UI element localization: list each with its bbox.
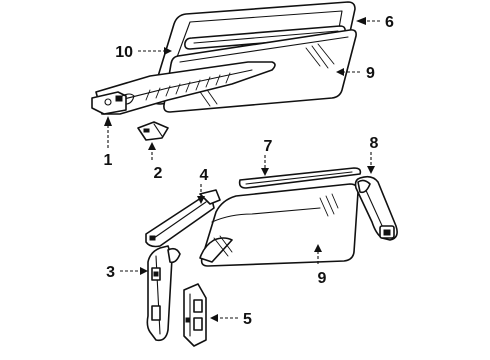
callout-8: 8	[367, 135, 379, 174]
corner-trim-part-8	[354, 175, 398, 241]
callout-7-label: 7	[264, 138, 273, 155]
callout-3-label: 3	[106, 264, 115, 281]
callout-8-label: 8	[370, 135, 379, 152]
garnish-panel-part-5	[183, 283, 207, 347]
upper-molding-strip	[238, 167, 362, 189]
callout-1-label: 1	[104, 152, 113, 169]
callout-5: 5	[210, 311, 252, 328]
bracket-part-1	[91, 91, 135, 115]
callout-6-label: 6	[385, 14, 394, 31]
callout-9-upper: 9	[336, 65, 375, 82]
callout-9-lower-label: 9	[318, 270, 327, 287]
callout-4-label: 4	[200, 167, 209, 184]
callout-5-label: 5	[243, 311, 252, 328]
callout-1: 1	[104, 116, 113, 169]
pillar-trim-part-4	[145, 189, 221, 248]
lower-pillar-trim-part-3	[146, 245, 181, 342]
callout-2-label: 2	[154, 165, 163, 182]
callout-6: 6	[356, 14, 394, 31]
callout-9-lower: 9	[314, 244, 327, 287]
callout-9-upper-label: 9	[366, 65, 375, 82]
clip-part-2	[137, 121, 169, 141]
callout-10-label: 10	[115, 44, 133, 61]
roof-header-panel	[95, 61, 276, 115]
callout-10: 10	[115, 44, 172, 61]
callout-7: 7	[261, 138, 273, 176]
callout-3: 3	[106, 264, 148, 281]
callout-2: 2	[148, 142, 163, 182]
callout-4: 4	[197, 167, 209, 204]
quarter-glass-lower	[199, 183, 359, 267]
